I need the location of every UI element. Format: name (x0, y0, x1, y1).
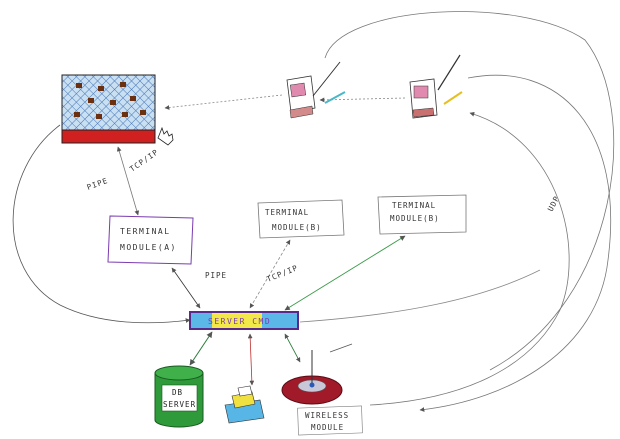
terminal-module-b2: TERMINAL MODULE(B) (377, 194, 467, 235)
label-pipe-mid: PIPE (205, 271, 227, 280)
hand-cursor-icon (157, 126, 174, 146)
terminal-module-a: TERMINAL MODULE(A) (107, 215, 194, 265)
db-label-line2: SERVER (163, 400, 196, 409)
db-label-line1: DB (172, 388, 183, 397)
loop-arrow-right (419, 74, 612, 412)
server-wireless-arrow (284, 333, 301, 363)
wireless-label-line2: MODULE (311, 423, 344, 432)
pda-device-1 (286, 61, 346, 119)
loop-arrow-udp (369, 111, 570, 406)
db-server: DB SERVER (154, 365, 204, 428)
pda-device-2 (409, 54, 463, 119)
terminal-b2-server-arrow (284, 235, 406, 311)
terminal-b1-line1: TERMINAL (265, 208, 309, 217)
label-tcpip-mid: TCP/IP (265, 263, 299, 284)
loop-arrow-top (324, 11, 615, 371)
server-label: SERVER CMD (208, 317, 271, 326)
terminal-module-b1: TERMINAL MODULE(B) (257, 199, 345, 239)
server-right-line (299, 269, 541, 323)
wireless-module: WIRELESS MODULE (281, 343, 363, 436)
server-printer-arrow (247, 333, 255, 386)
label-pipe-left: PIPE (86, 176, 110, 192)
terminal-b1-line2: MODULE(B) (272, 223, 322, 232)
terminal-a-line2: MODULE(A) (120, 243, 177, 252)
server-cmd: SERVER CMD (189, 311, 299, 330)
pda1-to-board-arrow (164, 94, 283, 110)
terminal-b1-server-arrow (249, 239, 291, 309)
server-db-arrow (189, 331, 213, 366)
label-udp: UDP (546, 194, 562, 213)
loop-arrow-left (12, 124, 191, 324)
terminal-b2-line2: MODULE(B) (390, 214, 440, 223)
terminal-b2-line1: TERMINAL (392, 201, 436, 210)
terminal-a-line1: TERMINAL (120, 227, 171, 236)
interactive-board (61, 74, 156, 144)
board-terminal-a-arrow (116, 146, 140, 216)
wireless-label-line1: WIRELESS (305, 411, 349, 420)
printer-icon (224, 385, 265, 424)
terminal-a-server-arrow (171, 267, 201, 309)
label-tcpip-left: TCP/IP (128, 147, 160, 173)
